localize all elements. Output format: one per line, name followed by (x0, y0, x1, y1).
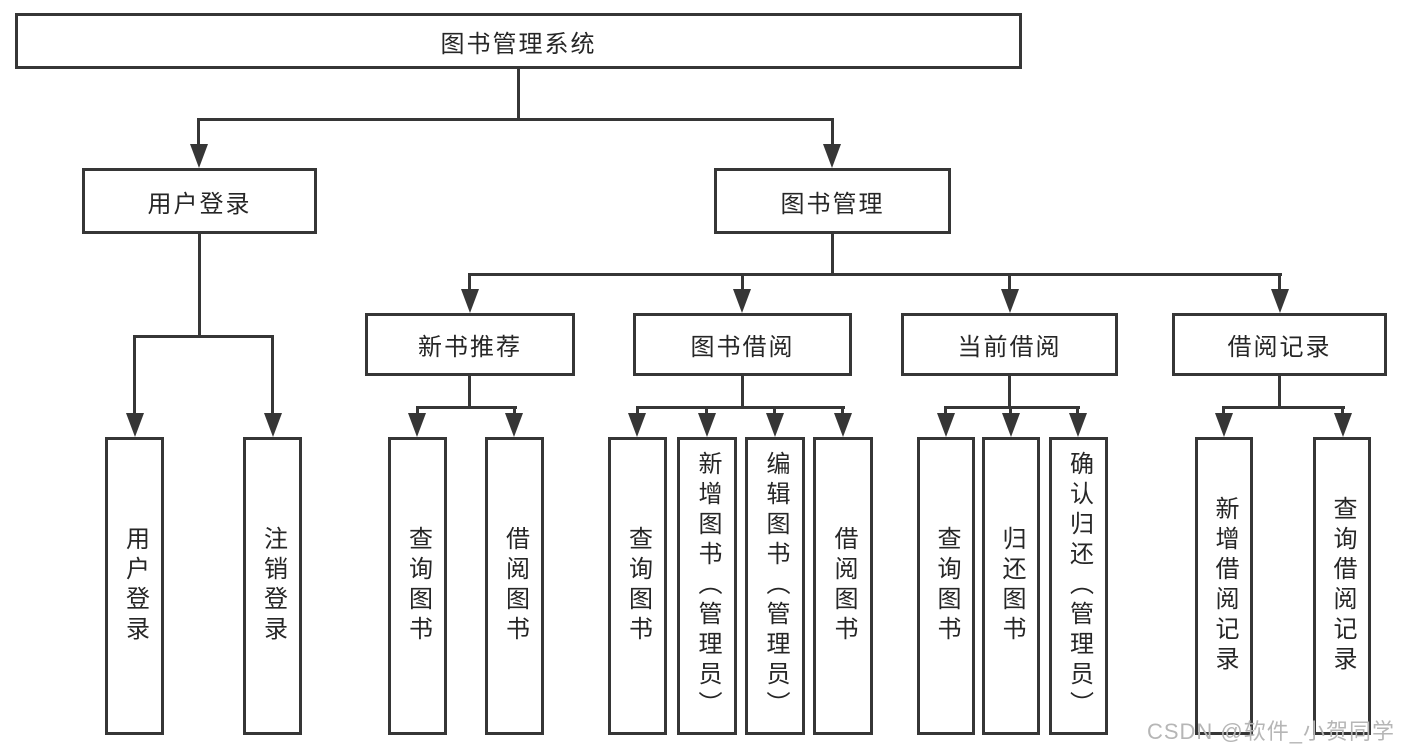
edge-line (517, 69, 520, 118)
edge-line (831, 234, 834, 273)
arrowhead (698, 413, 716, 437)
arrowhead (834, 413, 852, 437)
edge-line (133, 335, 136, 413)
arrowhead (1069, 413, 1087, 437)
arrowhead (1271, 289, 1289, 313)
edge-line (944, 406, 947, 415)
leaf-label: 查询借阅记录 (1329, 496, 1356, 676)
node-label: 新书推荐 (418, 334, 522, 361)
node-label: 用户登录 (147, 190, 252, 218)
leaf-add-books-admin: 新增图书（管理员） (677, 437, 737, 735)
arrowhead (461, 289, 479, 313)
edge-line (1341, 406, 1344, 415)
node-user-login: 用户登录 (82, 168, 317, 234)
leaf-confirm-return-admin: 确认归还（管理员） (1049, 437, 1108, 735)
edge-line (1278, 273, 1281, 291)
node-label: 当前借阅 (957, 334, 1062, 361)
arrowhead (733, 289, 751, 313)
leaf-label: 归还图书 (998, 526, 1025, 646)
node-current-borrow: 当前借阅 (901, 313, 1118, 376)
leaf-logout: 注销登录 (243, 437, 302, 735)
leaf-query-books: 查询图书 (917, 437, 975, 735)
leaf-label: 借阅图书 (501, 526, 529, 646)
edge-line (636, 406, 845, 409)
edge-line (271, 335, 274, 413)
node-root: 图书管理系统 (15, 13, 1022, 69)
leaf-borrow-books: 借阅图书 (813, 437, 873, 735)
edge-line (831, 118, 834, 146)
leaf-label: 查询图书 (404, 526, 432, 646)
leaf-add-borrow-record: 新增借阅记录 (1195, 437, 1253, 735)
edge-line (513, 406, 516, 415)
edge-line (1009, 406, 1012, 415)
node-label: 借阅记录 (1227, 334, 1332, 361)
leaf-label: 确认归还（管理员） (1065, 451, 1093, 721)
arrowhead (190, 144, 208, 168)
leaf-label: 借阅图书 (830, 526, 857, 646)
node-label: 图书管理 (780, 190, 885, 218)
watermark: CSDN @软件_小贺同学 (1146, 719, 1395, 744)
arrowhead (1001, 289, 1019, 313)
leaf-edit-books-admin: 编辑图书（管理员） (745, 437, 805, 735)
leaf-label: 新增借阅记录 (1211, 496, 1238, 676)
leaf-label: 新增图书（管理员） (694, 451, 721, 721)
edge-line (1222, 406, 1225, 415)
arrowhead (264, 413, 282, 437)
leaf-query-books: 查询图书 (388, 437, 447, 735)
node-label: 图书借阅 (690, 334, 795, 361)
edge-line (416, 406, 517, 409)
edge-line (1222, 406, 1345, 409)
leaf-return-books: 归还图书 (982, 437, 1040, 735)
leaf-label: 查询图书 (933, 526, 960, 646)
edge-line (468, 376, 471, 406)
node-new-book-recommend: 新书推荐 (365, 313, 575, 376)
arrowhead (1002, 413, 1020, 437)
leaf-label: 编辑图书（管理员） (762, 451, 789, 721)
edge-line (841, 406, 844, 415)
leaf-label: 注销登录 (259, 526, 287, 646)
node-book-management: 图书管理 (714, 168, 951, 234)
arrowhead (408, 413, 426, 437)
edge-line (741, 376, 744, 406)
edge-line (197, 118, 834, 121)
edge-line (1076, 406, 1079, 415)
arrowhead (766, 413, 784, 437)
edge-line (1278, 376, 1281, 406)
edge-line (468, 273, 471, 291)
leaf-user-login: 用户登录 (105, 437, 164, 735)
leaf-query-borrow-record: 查询借阅记录 (1313, 437, 1371, 735)
edge-line (198, 234, 201, 335)
edge-line (741, 273, 744, 291)
leaf-query-books: 查询图书 (608, 437, 667, 735)
edge-line (1008, 376, 1011, 406)
arrowhead (1334, 413, 1352, 437)
edge-line (636, 406, 639, 415)
node-borrow-records: 借阅记录 (1172, 313, 1387, 376)
arrowhead (126, 413, 144, 437)
node-book-borrow: 图书借阅 (633, 313, 852, 376)
edge-line (944, 406, 1080, 409)
edge-line (197, 118, 200, 146)
edge-line (705, 406, 708, 415)
edge-line (1008, 273, 1011, 291)
arrowhead (628, 413, 646, 437)
arrowhead (505, 413, 523, 437)
arrowhead (1215, 413, 1233, 437)
arrowhead (823, 144, 841, 168)
edge-line (133, 335, 274, 338)
edge-line (416, 406, 419, 415)
leaf-label: 查询图书 (624, 526, 652, 646)
node-root-label: 图书管理系统 (440, 30, 597, 58)
leaf-borrow-books: 借阅图书 (485, 437, 544, 735)
edge-line (468, 273, 1282, 276)
leaf-label: 用户登录 (121, 526, 149, 646)
edge-line (773, 406, 776, 415)
arrowhead (937, 413, 955, 437)
